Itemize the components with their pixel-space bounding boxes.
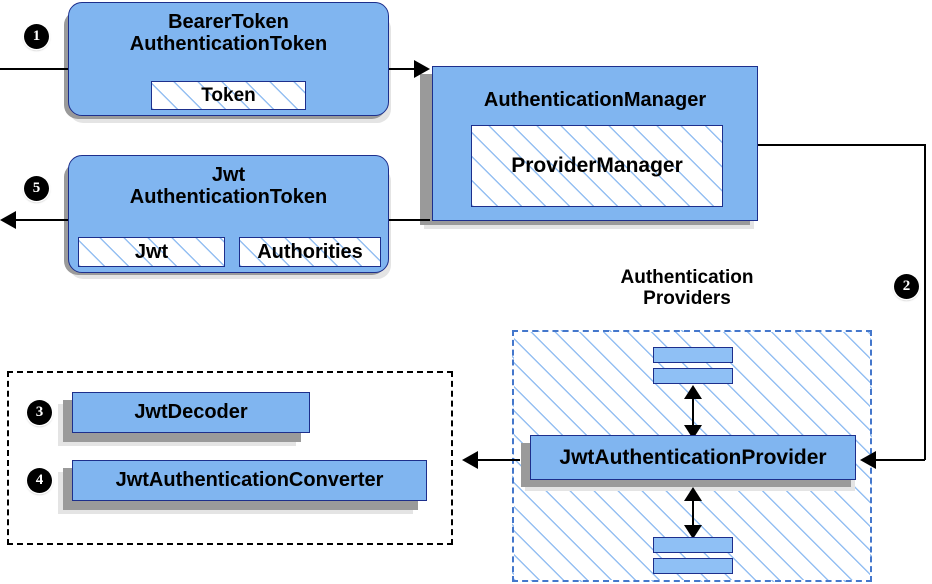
arrowhead-response-out (0, 211, 16, 229)
subbox-jwt-label: Jwt (134, 240, 169, 263)
step-bullet-2: 2 (894, 274, 919, 299)
arrowhead-provider-to-support (462, 451, 478, 469)
provider-stub-bar-bottom-1 (653, 537, 733, 553)
node-jwt-decoder[interactable]: JwtDecoder (72, 392, 310, 433)
connector-request-in (0, 68, 70, 70)
node-authentication-manager[interactable]: AuthenticationManager ProviderManager (432, 66, 758, 221)
arrowhead-bearer-to-manager (414, 60, 430, 78)
subbox-token-label: Token (201, 84, 256, 106)
step-bullet-4-label: 4 (35, 472, 44, 488)
step-bullet-5-label: 5 (32, 180, 41, 196)
provider-stub-bar-bottom-2 (653, 558, 733, 574)
connector-bearer-to-manager (388, 68, 418, 70)
authentication-providers-label: Authentication Providers (620, 267, 754, 309)
provider-stub-bar-top-2 (653, 368, 733, 384)
node-bearer-token-authentication-token[interactable]: BearerToken AuthenticationToken Token (68, 2, 389, 116)
connector-manager-to-jwt-token (388, 219, 430, 221)
node-bearer-token-title: BearerToken AuthenticationToken (129, 11, 328, 56)
step-bullet-3-label: 3 (35, 404, 44, 420)
step-bullet-5: 5 (24, 176, 49, 201)
step-bullet-3: 3 (27, 400, 52, 425)
node-jwt-authentication-converter-title: JwtAuthenticationConverter (115, 469, 384, 492)
subbox-provider-manager: ProviderManager (471, 125, 723, 207)
connector-provider-to-support (478, 459, 520, 461)
node-authentication-manager-title: AuthenticationManager (483, 89, 707, 111)
connector-response-out (14, 219, 70, 221)
step-bullet-1-label: 1 (32, 28, 41, 44)
connector-manager-to-provider-bottom (876, 459, 925, 461)
node-jwt-authentication-token[interactable]: Jwt AuthenticationToken Jwt Authorities (68, 155, 389, 273)
step-bullet-2-label: 2 (902, 278, 911, 294)
arrowhead-provider-down-top (684, 487, 702, 501)
step-bullet-4: 4 (27, 468, 52, 493)
arrowhead-provider-down-bottom (684, 525, 702, 539)
subbox-authorities-label: Authorities (257, 240, 363, 263)
jwt-support-group-container (7, 371, 453, 545)
subbox-authorities: Authorities (239, 237, 381, 267)
provider-stub-bar-top-1 (653, 347, 733, 363)
node-jwt-authentication-provider-title: JwtAuthenticationProvider (559, 445, 827, 469)
node-jwt-authentication-converter[interactable]: JwtAuthenticationConverter (72, 460, 427, 501)
subbox-jwt: Jwt (78, 237, 225, 267)
connector-manager-to-provider-top (758, 144, 925, 146)
node-jwt-decoder-title: JwtDecoder (134, 401, 248, 424)
step-bullet-1: 1 (24, 24, 49, 49)
arrowhead-provider-up-top (684, 385, 702, 399)
node-jwt-authentication-provider[interactable]: JwtAuthenticationProvider (530, 435, 856, 480)
subbox-token: Token (151, 81, 306, 110)
node-jwt-token-title: Jwt AuthenticationToken (129, 164, 328, 209)
connector-provider-up (692, 391, 694, 435)
arrowhead-into-jwt-provider (860, 451, 876, 469)
subbox-provider-manager-label: ProviderManager (511, 154, 683, 177)
connector-provider-down (692, 491, 694, 535)
connector-manager-to-provider-vertical (924, 144, 926, 460)
